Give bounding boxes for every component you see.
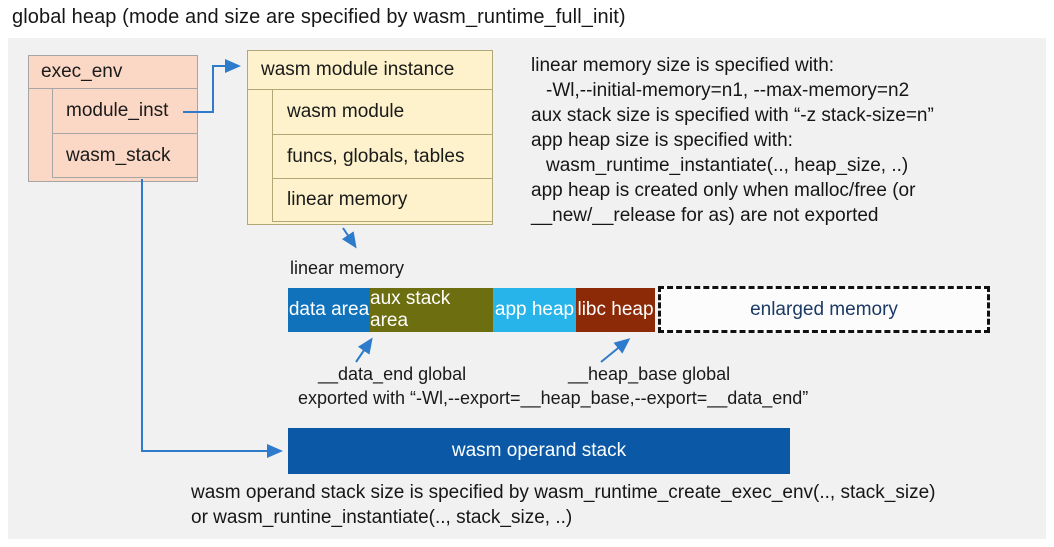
diagram-title: global heap (mode and size are specified…: [12, 6, 626, 28]
segment-app-heap: app heap: [493, 288, 576, 332]
note-line: app heap is created only when malloc/fre…: [531, 180, 916, 201]
note-line: linear memory size is specified with:: [531, 55, 835, 76]
note-line: or wasm_runtine_instantiate(.., stack_si…: [191, 507, 573, 528]
heap-base-global-label: __heap_base global: [568, 364, 731, 384]
note-line: wasm_runtime_instantiate(.., heap_size, …: [546, 155, 909, 176]
module-instance-field-funcs-globals-tables: funcs, globals, tables: [272, 134, 493, 179]
note-line: app heap size is specified with:: [531, 130, 793, 151]
data-end-global-label: __data_end global: [318, 364, 467, 384]
exported-with-label: exported with “-Wl,--export=__heap_base,…: [298, 388, 809, 408]
wasm-operand-stack-bar: wasm operand stack: [288, 428, 790, 474]
note-line: __new/__release for as) are not exported: [531, 205, 879, 226]
note-line: wasm operand stack size is specified by …: [191, 482, 936, 503]
module-instance-field-wasm-module: wasm module: [272, 89, 493, 135]
segment-libc-heap: libc heap: [576, 288, 655, 332]
segment-aux-stack-area: aux stack area: [370, 288, 493, 332]
note-line: -Wl,--initial-memory=n1, --max-memory=n2: [546, 80, 910, 101]
exec-env-field-module-inst: module_inst: [52, 88, 198, 134]
segment-data-area: data area: [288, 288, 370, 332]
note-line: aux stack size is specified with “-z sta…: [531, 105, 934, 126]
operand-stack-notes-text: wasm operand stack size is specified by …: [191, 480, 1041, 530]
segment-enlarged-memory: enlarged memory: [658, 286, 990, 333]
exec-env-title: exec_env: [28, 55, 198, 89]
exec-env-field-wasm-stack: wasm_stack: [52, 133, 198, 178]
module-instance-title: wasm module instance: [247, 50, 493, 90]
size-notes-text: linear memory size is specified with: -W…: [531, 53, 1036, 228]
linear-memory-label: linear memory: [290, 258, 405, 278]
module-instance-field-linear-memory: linear memory: [272, 178, 493, 222]
